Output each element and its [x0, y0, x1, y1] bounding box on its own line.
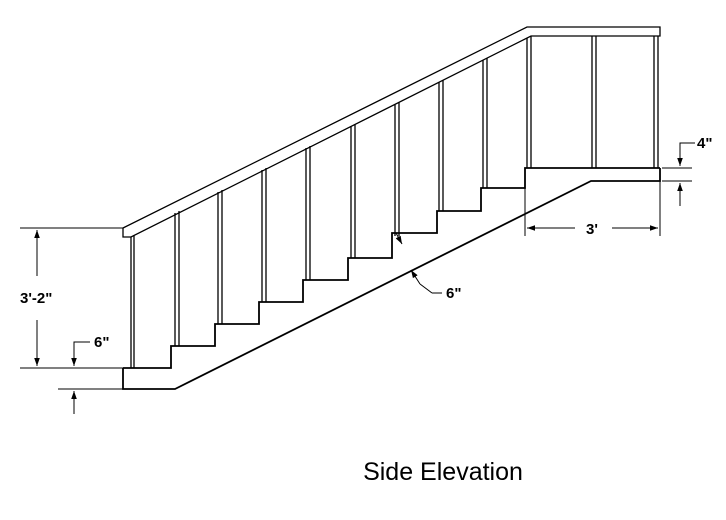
landing-thickness-dimension: 4" — [662, 135, 712, 206]
tread-depth-label: 6" — [446, 285, 461, 302]
landing-width-dimension: 3' — [524, 175, 661, 238]
bottom-offset-dimension: 6" — [58, 334, 123, 414]
stair-steps — [123, 167, 660, 369]
drawing-caption: Side Elevation — [363, 458, 523, 486]
bottom-offset-label: 6" — [94, 334, 109, 351]
handrail — [122, 26, 661, 238]
tread-depth-dimension: 6" — [395, 232, 461, 302]
landing-thickness-label: 4" — [697, 135, 712, 152]
stringer-slab — [122, 168, 661, 390]
landing-width-label: 3' — [586, 221, 598, 238]
balusters — [130, 36, 659, 368]
total-height-label: 3'-2" — [20, 290, 52, 307]
total-height-dimension: 3'-2" — [20, 227, 123, 369]
